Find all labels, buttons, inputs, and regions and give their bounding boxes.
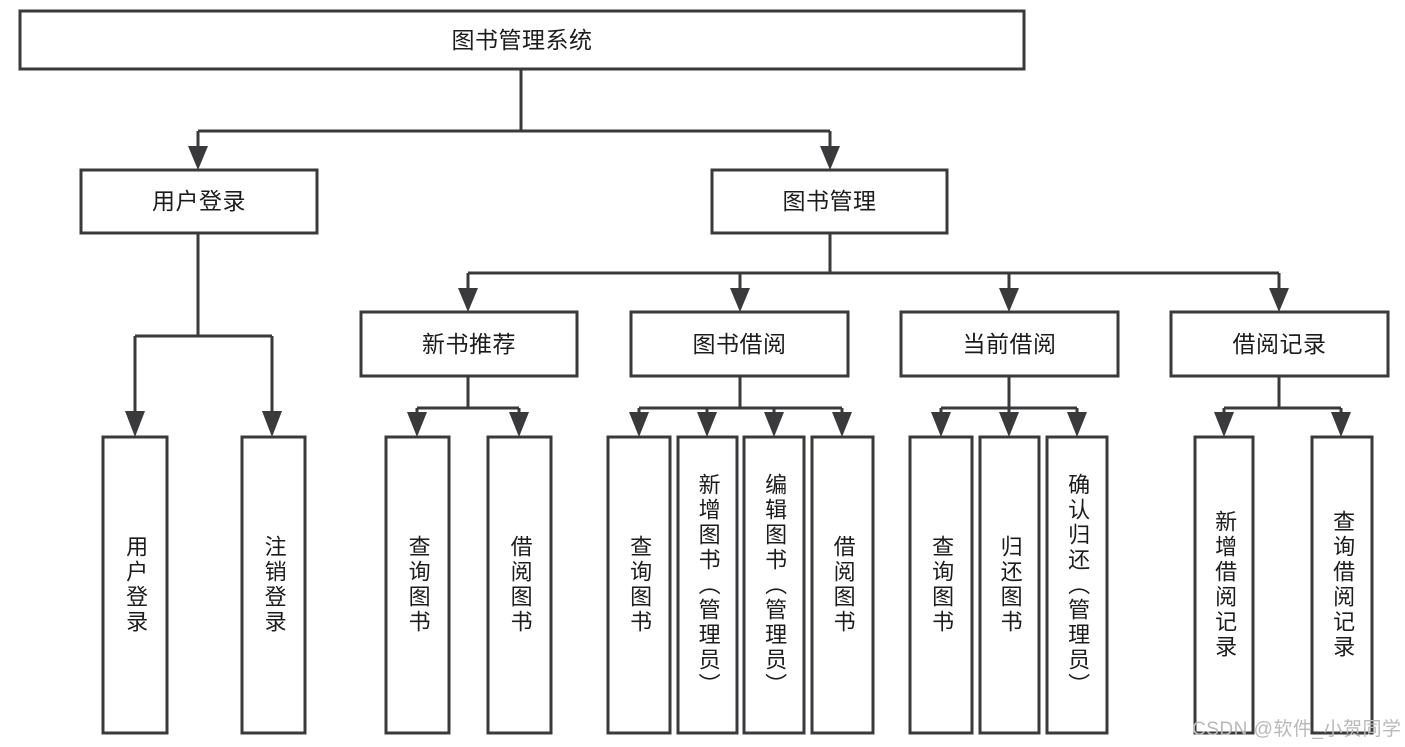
arrow-head-borrow-records (1269, 288, 1289, 312)
arrow-head-leaf-logout (262, 411, 282, 437)
node-box-book-borrow[interactable] (629, 310, 850, 378)
watermark-text: CSDN @软件_小贺同学 (1192, 719, 1402, 740)
node-box-leaf-edit-book[interactable] (742, 435, 806, 735)
arrow-head-book-mgmt (820, 146, 840, 170)
connector-group-book-borrow (629, 376, 852, 437)
arrow-head-leaf-user-login (125, 411, 145, 437)
arrow-head-leaf-edit-book (764, 412, 784, 437)
node-box-leaf-confirm-return[interactable] (1045, 435, 1109, 735)
arrow-head-current-borrow (999, 288, 1019, 312)
connector-group-current-borrow (931, 376, 1087, 437)
arrow-head-leaf-confirm-return (1067, 412, 1087, 437)
connector-group-new-books (407, 376, 529, 437)
arrow-head-leaf-query-book-2 (629, 412, 649, 437)
arrow-head-leaf-query-book-1 (407, 412, 427, 437)
arrow-head-book-borrow (730, 288, 750, 312)
arrow-head-leaf-return-book (999, 412, 1019, 437)
node-box-leaf-borrow-book-2[interactable] (810, 435, 875, 735)
node-box-leaf-add-book[interactable] (676, 435, 739, 735)
arrow-head-new-books (458, 288, 478, 312)
node-box-leaf-logout[interactable] (240, 435, 307, 735)
connector-group-root (188, 69, 840, 170)
node-box-leaf-query-record[interactable] (1310, 435, 1374, 735)
arrow-head-leaf-query-record (1331, 412, 1351, 437)
node-box-book-mgmt[interactable] (710, 168, 949, 235)
node-box-leaf-return-book[interactable] (978, 435, 1041, 735)
node-box-leaf-query-book-3[interactable] (908, 435, 974, 735)
node-box-leaf-borrow-book-1[interactable] (486, 435, 553, 735)
node-box-root[interactable] (18, 9, 1026, 71)
arrow-head-leaf-add-record (1214, 412, 1234, 437)
node-box-current-borrow[interactable] (899, 310, 1120, 378)
arrow-head-leaf-borrow-book-2 (832, 412, 852, 437)
arrow-head-user-login (188, 146, 208, 170)
node-box-new-books[interactable] (359, 310, 579, 378)
node-box-leaf-query-book-1[interactable] (384, 435, 451, 735)
node-box-borrow-records[interactable] (1169, 310, 1390, 378)
node-box-leaf-query-book-2[interactable] (606, 435, 672, 735)
connector-group-book-mgmt (458, 233, 1289, 312)
connector-group-borrow-records (1214, 376, 1351, 437)
node-box-user-login[interactable] (79, 168, 319, 235)
arrow-head-leaf-borrow-book-1 (509, 412, 529, 437)
arrow-head-leaf-add-book (697, 412, 717, 437)
arrow-head-leaf-query-book-3 (931, 412, 951, 437)
node-box-leaf-user-login[interactable] (101, 435, 169, 735)
node-box-leaf-add-record[interactable] (1193, 435, 1255, 735)
connector-group-user-login (125, 233, 282, 437)
